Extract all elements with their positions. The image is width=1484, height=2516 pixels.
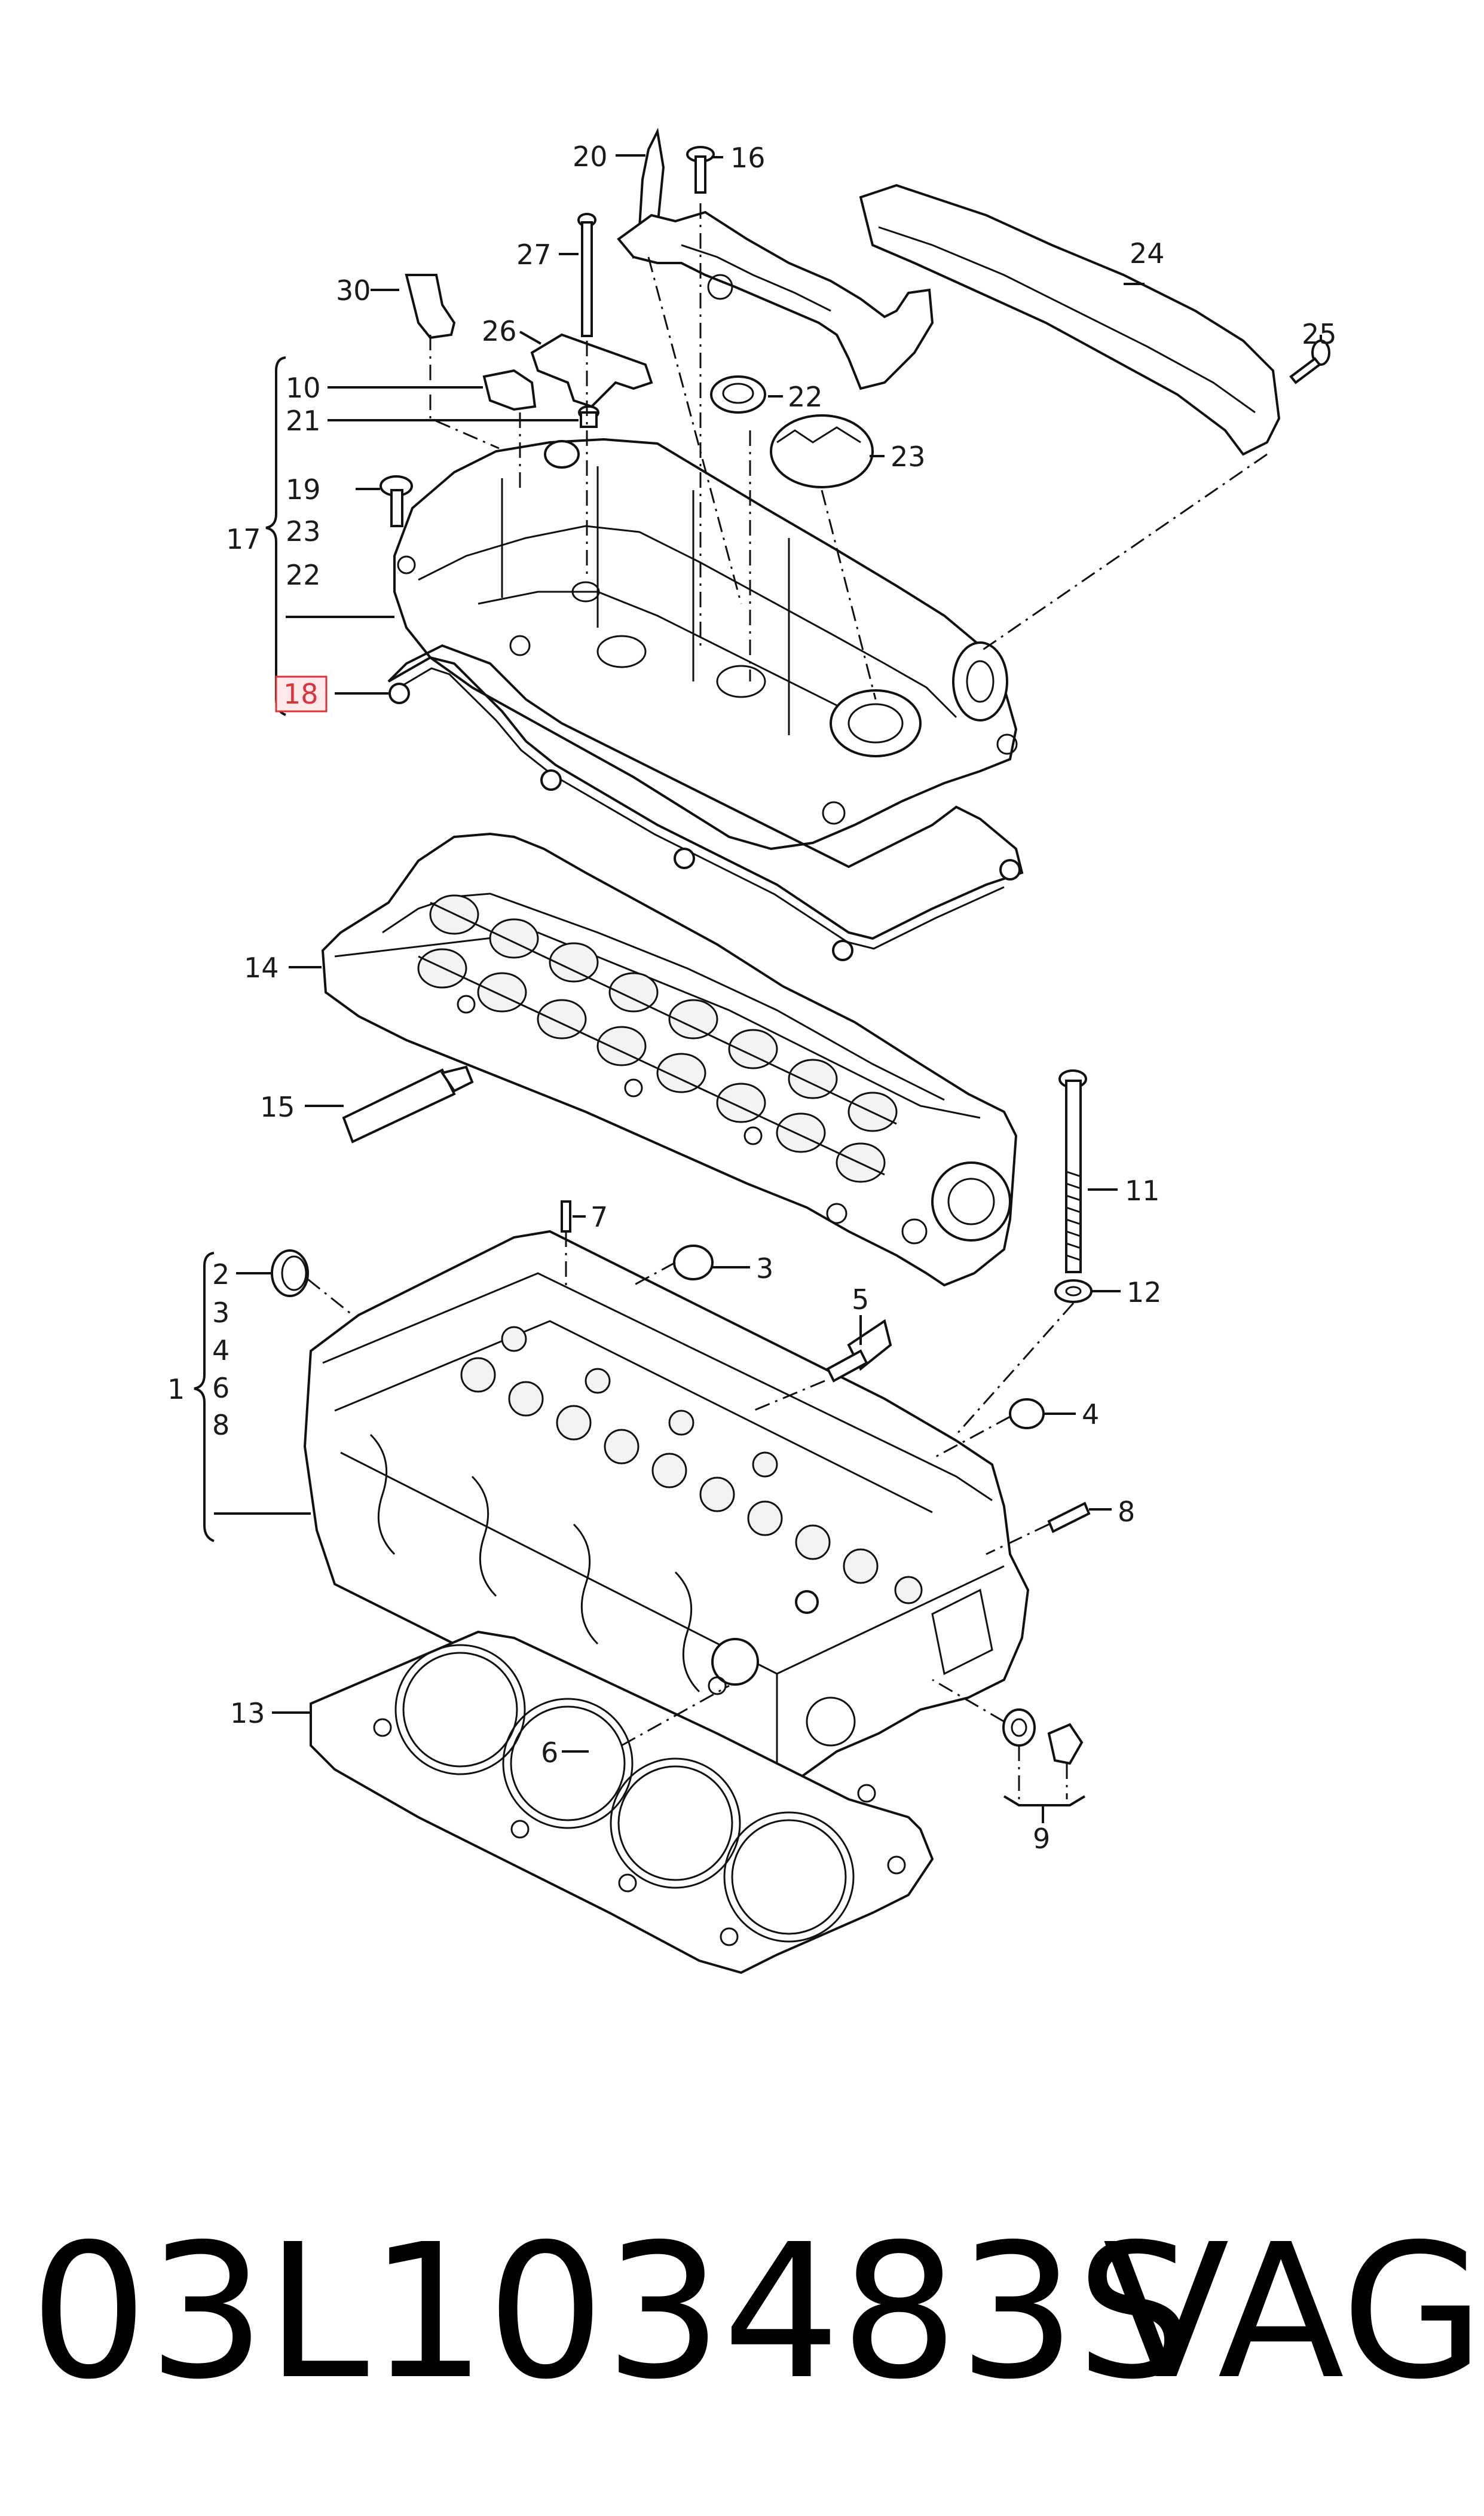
bracket-17 — [265, 356, 286, 716]
camshaft-housing — [321, 832, 1018, 1287]
group17-item-19: 19 — [286, 473, 321, 506]
part-9-drain-plug — [1002, 1708, 1084, 1765]
part-19-screw — [380, 475, 413, 527]
part-16-screw — [686, 146, 715, 194]
group1-item-8: 8 — [212, 1409, 230, 1441]
callout-14: 14 — [244, 952, 279, 984]
part-11-bolt — [1058, 1069, 1087, 1273]
part-22-seal — [710, 375, 766, 414]
part-7-stud — [561, 1200, 571, 1233]
callout-6: 6 — [541, 1737, 558, 1769]
group17-item-10: 10 — [286, 372, 321, 404]
part-26-clamp — [530, 333, 653, 408]
callout-11: 11 — [1125, 1175, 1160, 1207]
group1-item-2: 2 — [212, 1258, 230, 1291]
group17-item-23: 23 — [286, 515, 321, 548]
bracket-1 — [194, 1252, 215, 1542]
callout-1: 1 — [167, 1373, 185, 1405]
callout-12: 12 — [1127, 1276, 1162, 1309]
callout-9: 9 — [1033, 1823, 1050, 1855]
callout-15: 15 — [260, 1091, 295, 1123]
callout-7: 7 — [590, 1201, 608, 1233]
part-30-clip — [405, 274, 456, 340]
part-number: 03L103483S — [30, 2205, 1194, 2420]
group17-item-21: 21 — [286, 405, 321, 437]
group1-item-4: 4 — [212, 1334, 230, 1366]
part-5-sealant-tube — [826, 1319, 892, 1383]
callout-22-top: 22 — [788, 381, 823, 413]
part-4-plug — [1009, 1398, 1045, 1429]
callout-30: 30 — [336, 274, 371, 307]
callout-16: 16 — [730, 142, 766, 174]
part-12-washer — [1054, 1279, 1093, 1303]
callout-27: 27 — [516, 239, 552, 271]
part-25-screw — [1289, 340, 1330, 384]
part-23-oil-cap — [770, 414, 874, 488]
part-24-heat-shield — [859, 184, 1281, 456]
callout-26: 26 — [482, 315, 517, 347]
part-21-grommet — [578, 405, 599, 428]
callout-25: 25 — [1302, 318, 1337, 350]
valve-cover — [393, 438, 1018, 851]
highlight-box-18 — [275, 675, 328, 713]
callout-24: 24 — [1130, 237, 1165, 270]
callout-5: 5 — [852, 1283, 869, 1316]
callout-4-right: 4 — [1082, 1398, 1099, 1430]
callout-8-right: 8 — [1118, 1496, 1135, 1528]
part-13-head-gasket — [310, 1630, 934, 1974]
callout-3-right: 3 — [756, 1252, 773, 1285]
part-3-plug — [673, 1245, 714, 1280]
callout-17: 17 — [226, 523, 261, 555]
upper-timing-cover — [617, 210, 934, 390]
part-8-stud — [1047, 1502, 1091, 1533]
part-10-clip — [482, 369, 537, 411]
callout-20: 20 — [573, 140, 608, 173]
part-15-sealant-tube — [342, 1065, 474, 1144]
brand-name: VAG — [1103, 2205, 1484, 2420]
part-27-bolt — [577, 213, 596, 337]
callout-18-highlighted: 18 — [283, 678, 319, 710]
part-2-plug — [271, 1249, 309, 1297]
group17-item-22: 22 — [286, 559, 321, 591]
cylinder-head-ports — [460, 1326, 923, 1604]
group1-item-6: 6 — [212, 1372, 230, 1404]
group1-item-3: 3 — [212, 1297, 230, 1329]
callout-23-top: 23 — [891, 441, 926, 473]
callout-13: 13 — [230, 1697, 265, 1729]
valve-cover-gasket — [387, 644, 1024, 940]
